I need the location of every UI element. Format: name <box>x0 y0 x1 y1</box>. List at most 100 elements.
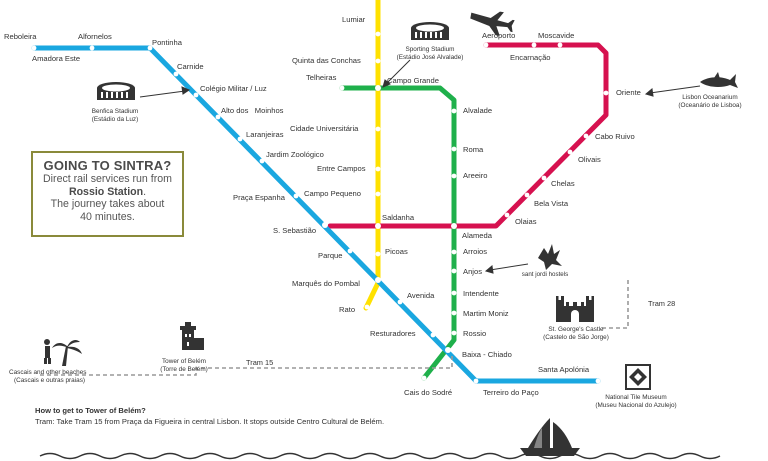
tile-museum-sub: (Museu Nacional do Azulejo) <box>595 402 676 409</box>
station-dot[interactable] <box>375 126 381 132</box>
station-dot[interactable] <box>603 90 609 96</box>
station-lumiar: Lumiar <box>342 15 366 24</box>
station-entre-campos: Entre Campos <box>317 164 366 173</box>
station-alfornelos: Alfornelos <box>78 32 112 41</box>
station-dot[interactable] <box>375 277 381 283</box>
station-dot[interactable] <box>375 191 381 197</box>
tram-28-route <box>600 280 629 329</box>
red-line <box>327 42 609 229</box>
station-dot[interactable] <box>451 290 457 296</box>
benfica-arrow <box>139 90 186 98</box>
station-dot[interactable] <box>451 330 457 336</box>
station-dot[interactable] <box>445 347 451 353</box>
station-dot[interactable] <box>451 223 457 229</box>
belem-question: How to get to Tower of Belém? <box>35 406 146 415</box>
station-olivais: Olivais <box>578 155 601 164</box>
station-dot[interactable] <box>89 45 95 51</box>
station-dot[interactable] <box>421 375 427 381</box>
palm-tree-icon <box>44 339 82 366</box>
sintra-title: GOING TO SINTRA? <box>43 158 172 173</box>
station-dot[interactable] <box>397 299 403 305</box>
station-dot[interactable] <box>339 85 345 91</box>
station-dot[interactable] <box>375 31 381 37</box>
station-dot[interactable] <box>173 71 179 77</box>
oceanarium-sub: (Oceanário de Lisboa) <box>678 102 741 109</box>
station-oriente: Oriente <box>616 88 641 97</box>
tram-15-route <box>40 356 453 376</box>
castle-sub: (Castelo de São Jorge) <box>543 334 609 341</box>
beaches-label: Cascais and other beaches <box>9 369 86 376</box>
hostels-arrow <box>489 263 529 271</box>
ship-icon <box>520 418 580 456</box>
station-intendente: Intendente <box>463 289 499 298</box>
station-dot[interactable] <box>473 378 479 384</box>
station-dot[interactable] <box>364 304 370 310</box>
station-campo-grande: Campo Grande <box>387 76 439 85</box>
benfica-stadium-label: Benfica Stadium <box>92 108 139 115</box>
station-saldanha: Saldanha <box>382 213 415 222</box>
stadium-icon <box>97 82 135 100</box>
station-colegio-militar: Colégio Militar / Luz <box>200 84 267 93</box>
tower-belem-label: Tower of Belém <box>162 358 206 365</box>
station-dot[interactable] <box>347 248 353 254</box>
station-laranjeiras: Laranjeiras <box>246 130 284 139</box>
station-dot[interactable] <box>451 173 457 179</box>
tram-28-label: Tram 28 <box>648 299 675 308</box>
station-encarnacao: Encarnação <box>510 53 551 62</box>
station-alvalade: Alvalade <box>463 106 492 115</box>
station-moscavide: Moscavide <box>538 31 574 40</box>
rossio-station-text: Rossio Station <box>68 185 144 198</box>
station-dot[interactable] <box>483 42 489 48</box>
sporting-stadium-label: Sporting Stadium <box>405 46 454 53</box>
station-dot[interactable] <box>504 212 510 218</box>
station-dot[interactable] <box>375 223 381 229</box>
station-praca-espanha: Praça Espanha <box>233 193 286 202</box>
station-dot[interactable] <box>583 133 589 139</box>
station-baixa-chiado: Baixa - Chiado <box>462 350 512 359</box>
beaches-sub: (Cascais e outras praias) <box>14 377 85 384</box>
dragon-icon <box>538 244 562 270</box>
station-dot[interactable] <box>193 92 199 98</box>
oceanarium-label: Lisbon Oceanarium <box>682 94 737 101</box>
station-dot[interactable] <box>375 58 381 64</box>
station-dot[interactable] <box>147 45 153 51</box>
station-dot[interactable] <box>451 310 457 316</box>
station-dot[interactable] <box>451 249 457 255</box>
station-dot[interactable] <box>237 136 243 142</box>
station-amadora-este: Amadora Este <box>32 54 80 63</box>
sintra-line-2-end: . <box>143 185 147 198</box>
tile-museum-label: National Tile Museum <box>605 394 666 401</box>
shark-icon <box>700 72 738 88</box>
castle-icon <box>556 296 594 322</box>
station-dot[interactable] <box>215 114 221 120</box>
station-dot[interactable] <box>375 166 381 172</box>
station-dot[interactable] <box>31 45 37 51</box>
station-areeiro: Areeiro <box>463 171 487 180</box>
station-avenida: Avenida <box>407 291 435 300</box>
station-telheiras: Telheiras <box>306 73 337 82</box>
station-dot[interactable] <box>322 222 328 228</box>
station-cais-sodre: Cais do Sodré <box>404 388 452 397</box>
station-dot[interactable] <box>430 332 436 338</box>
station-dot[interactable] <box>451 268 457 274</box>
station-restauradores: Resturadores <box>370 329 416 338</box>
station-dot[interactable] <box>451 108 457 114</box>
station-dot[interactable] <box>595 378 601 384</box>
station-dot[interactable] <box>451 146 457 152</box>
station-dot[interactable] <box>541 175 547 181</box>
station-alto-dos-moinhos: Alto dos Moinhos <box>221 106 284 115</box>
sporting-arrow <box>385 59 411 85</box>
station-dot[interactable] <box>524 192 530 198</box>
station-dot[interactable] <box>259 158 265 164</box>
sintra-info-box: GOING TO SINTRA? Direct rail services ru… <box>31 151 184 237</box>
station-dot[interactable] <box>293 193 299 199</box>
station-martim-moniz: Martim Moniz <box>463 309 509 318</box>
station-dot[interactable] <box>375 85 381 91</box>
station-quinta-conchas: Quinta das Conchas <box>292 56 361 65</box>
station-dot[interactable] <box>531 42 537 48</box>
station-dot[interactable] <box>557 42 563 48</box>
station-dot[interactable] <box>567 149 573 155</box>
station-alameda: Alameda <box>462 231 493 240</box>
station-dot[interactable] <box>375 251 381 257</box>
belem-directions: How to get to Tower of Belém? Tram: Take… <box>35 406 495 426</box>
